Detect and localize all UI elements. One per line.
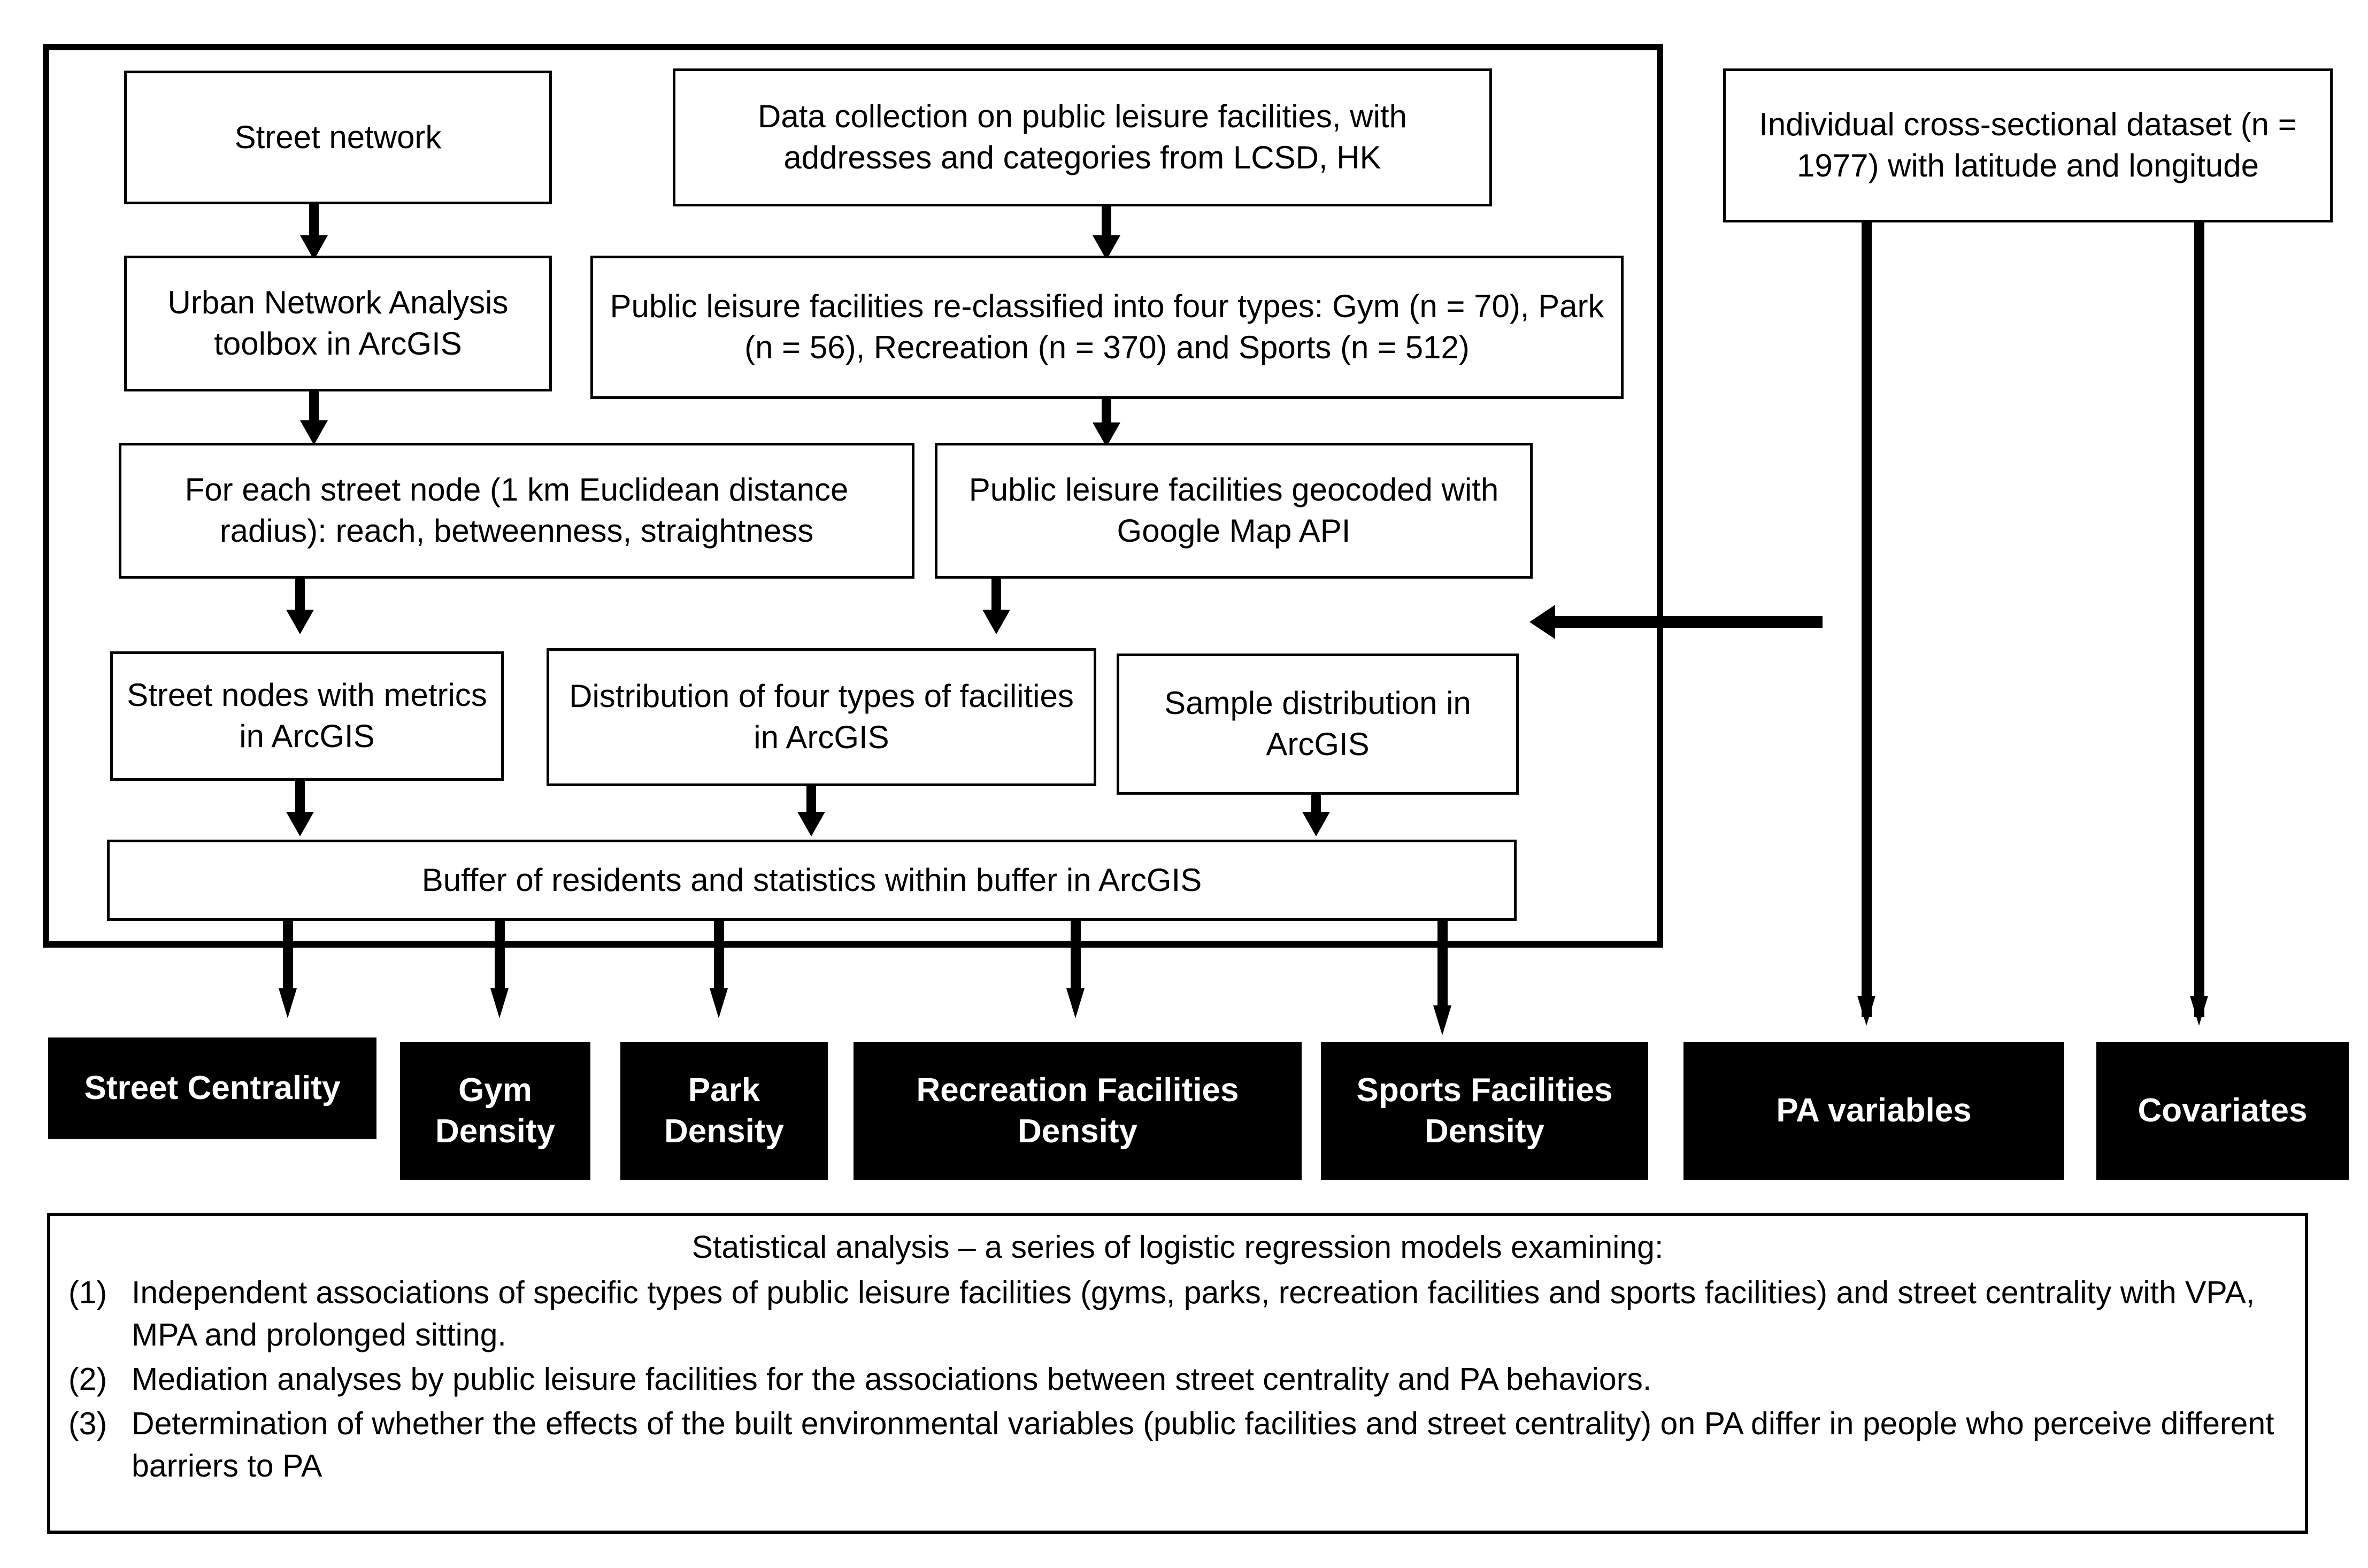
box-geocoded-facilities-label: Public leisure facilities geocoded with …: [968, 472, 1499, 549]
box-geocoded-facilities: Public leisure facilities geocoded with …: [935, 443, 1533, 579]
box-buffer-statistics: Buffer of residents and statistics withi…: [107, 840, 1517, 921]
box-street-nodes-arcgis-label: Street nodes with metrics in ArcGIS: [127, 677, 487, 754]
box-street-nodes-arcgis: Street nodes with metrics in ArcGIS: [110, 651, 504, 781]
output-box-park-density: Park Density: [620, 1042, 828, 1180]
output-box-covariates-label: Covariates: [2138, 1092, 2308, 1129]
arrow-line-una-to-node-metrics: [309, 391, 319, 429]
output-box-recreation-facilities-density: Recreation Facilities Density: [854, 1042, 1302, 1180]
statistical-analysis-item-3-text: Determination of whether the effects of …: [132, 1406, 2274, 1484]
arrow-head-dataset-to-pa-variables: [1857, 996, 1875, 1026]
output-box-recreation-facilities-density-label: Recreation Facilities Density: [916, 1071, 1239, 1150]
output-box-street-centrality: Street Centrality: [48, 1037, 376, 1139]
box-data-collection-label: Data collection on public leisure facili…: [758, 98, 1407, 175]
box-street-node-metrics-label: For each street node (1 km Euclidean dis…: [184, 472, 849, 549]
box-una-toolbox: Urban Network Analysis toolbox in ArcGIS: [124, 256, 552, 391]
arrow-drop-recreation-density: [1071, 921, 1081, 994]
arrow-line-dataset-to-pa-variables: [1862, 222, 1872, 1017]
box-sample-distribution-label: Sample distribution in ArcGIS: [1164, 685, 1471, 762]
arrow-head-gym-density: [490, 988, 509, 1018]
output-box-sports-facilities-density-label: Sports Facilities Density: [1356, 1071, 1613, 1150]
output-box-street-centrality-label: Street Centrality: [84, 1070, 341, 1107]
arrow-head-sports-density: [1433, 1005, 1451, 1035]
box-street-network-label: Street network: [234, 119, 442, 155]
box-una-toolbox-label: Urban Network Analysis toolbox in ArcGIS: [167, 285, 509, 362]
arrow-drop-park-density: [714, 921, 724, 994]
arrow-line-geocoded-to-distribution: [991, 579, 1001, 618]
box-distribution-facilities: Distribution of four types of facilities…: [547, 648, 1096, 786]
arrow-head-park-density: [710, 988, 728, 1018]
arrow-head-distribution-to-buffer: [797, 812, 825, 836]
statistical-analysis-item-1-number: (1): [68, 1274, 107, 1310]
output-box-gym-density: Gym Density: [400, 1042, 590, 1180]
arrow-line-node-metrics-to-street-nodes: [295, 579, 305, 618]
arrow-line-street-network-to-una: [309, 204, 319, 244]
output-box-covariates: Covariates: [2096, 1042, 2349, 1180]
box-distribution-facilities-label: Distribution of four types of facilities…: [569, 678, 1074, 755]
box-street-network: Street network: [124, 71, 552, 204]
arrow-head-dataset-to-gis-frame: [1529, 605, 1555, 639]
output-box-sports-facilities-density: Sports Facilities Density: [1321, 1042, 1648, 1180]
arrow-head-geocoded-to-distribution: [982, 610, 1010, 634]
box-buffer-statistics-label: Buffer of residents and statistics withi…: [421, 862, 1202, 898]
statistical-analysis-item-2-text: Mediation analyses by public leisure fac…: [132, 1361, 1652, 1397]
arrow-head-sample-to-buffer: [1302, 812, 1330, 836]
box-reclassified-facilities: Public leisure facilities re-classified …: [590, 256, 1624, 399]
statistical-analysis-item-3-number: (3): [68, 1406, 107, 1442]
statistical-analysis-panel: Statistical analysis – a series of logis…: [47, 1213, 2308, 1534]
output-box-pa-variables-label: PA variables: [1776, 1092, 1972, 1129]
statistical-analysis-item-3: (3) Determination of whether the effects…: [68, 1403, 2287, 1487]
box-individual-dataset: Individual cross-sectional dataset (n = …: [1723, 68, 2333, 222]
arrow-head-street-nodes-to-buffer: [286, 812, 314, 836]
box-sample-distribution: Sample distribution in ArcGIS: [1117, 654, 1519, 795]
output-box-gym-density-label: Gym Density: [435, 1071, 555, 1150]
statistical-analysis-item-2-number: (2): [68, 1361, 107, 1397]
box-street-node-metrics: For each street node (1 km Euclidean dis…: [119, 443, 914, 579]
arrow-line-dataset-to-gis-frame: [1555, 616, 1823, 628]
statistical-analysis-item-2: (2) Mediation analyses by public leisure…: [68, 1358, 2287, 1401]
output-box-pa-variables: PA variables: [1683, 1042, 2064, 1180]
output-box-park-density-label: Park Density: [664, 1071, 784, 1150]
arrow-line-reclassified-to-geocoded: [1102, 399, 1111, 430]
arrow-line-dataset-to-covariates: [2194, 222, 2204, 1017]
arrow-line-distribution-to-buffer: [806, 786, 816, 816]
arrow-head-recreation-density: [1066, 988, 1085, 1018]
statistical-analysis-item-1: (1) Independent associations of specific…: [68, 1272, 2287, 1356]
arrow-drop-gym-density: [495, 921, 505, 994]
statistical-analysis-item-1-text: Independent associations of specific typ…: [132, 1274, 2255, 1352]
arrow-line-street-nodes-to-buffer: [295, 781, 305, 815]
arrow-drop-sports-density: [1437, 921, 1448, 1012]
arrow-head-dataset-to-covariates: [2190, 996, 2208, 1026]
arrow-drop-street-centrality: [283, 921, 293, 994]
gis-workflow-group-frame: [43, 44, 1663, 948]
arrow-head-node-metrics-to-street-nodes: [286, 610, 314, 634]
statistical-analysis-heading: Statistical analysis – a series of logis…: [691, 1229, 1664, 1265]
box-data-collection: Data collection on public leisure facili…: [673, 68, 1492, 206]
box-individual-dataset-label: Individual cross-sectional dataset (n = …: [1759, 106, 2297, 183]
arrow-head-street-centrality: [279, 988, 297, 1018]
arrow-head-una-to-node-metrics: [300, 420, 328, 445]
box-reclassified-facilities-label: Public leisure facilities re-classified …: [610, 288, 1604, 365]
